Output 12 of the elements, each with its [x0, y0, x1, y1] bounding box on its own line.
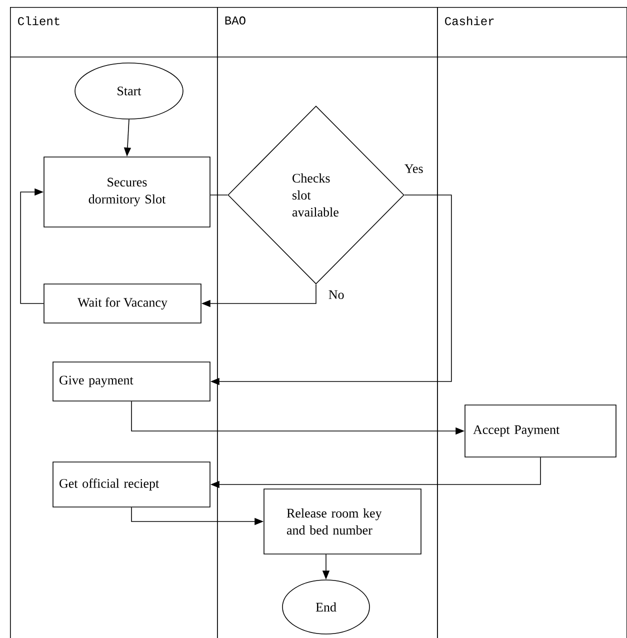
process-box: Wait for Vacancy [44, 284, 202, 324]
process-box: Get official reciept [52, 462, 210, 508]
process-box: Secures dormitory Slot [44, 156, 210, 228]
arrow [20, 188, 44, 304]
edge-label: No [327, 289, 346, 300]
process-box: Accept Payment [464, 404, 616, 458]
process-box: Give payment [52, 362, 210, 402]
lane-header: Client [18, 16, 60, 26]
lane-header: Cashier [445, 16, 494, 26]
process-box: Release room key and bed number [264, 488, 422, 554]
lane-header: BAO [225, 16, 246, 25]
edge-label: Yes [403, 163, 424, 174]
